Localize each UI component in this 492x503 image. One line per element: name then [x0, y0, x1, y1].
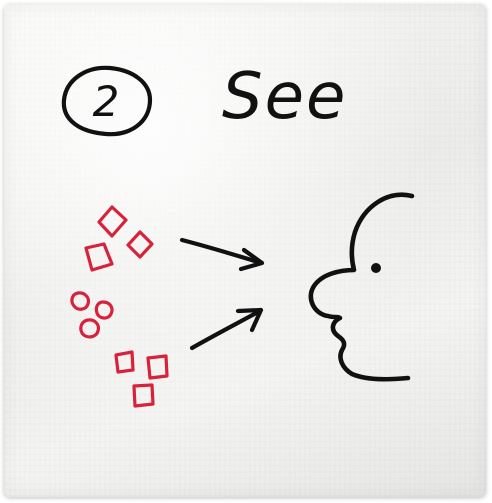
red-diamond — [128, 232, 152, 257]
red-circle — [72, 293, 89, 309]
red-square — [148, 356, 167, 378]
step-title: See — [222, 60, 347, 134]
red-circle — [81, 320, 99, 337]
face-profile-icon — [311, 195, 412, 379]
eye-icon — [371, 263, 381, 273]
arrow-right-icon — [192, 310, 261, 348]
step-number: 2 — [93, 77, 120, 126]
red-shapes-icon — [72, 207, 167, 406]
red-square — [86, 244, 112, 270]
step-number-badge: 2 — [64, 68, 150, 134]
arrow-right-icon — [182, 240, 262, 269]
red-square — [116, 352, 133, 372]
red-square — [134, 385, 153, 406]
red-circle — [96, 302, 112, 318]
red-diamond — [99, 207, 126, 236]
